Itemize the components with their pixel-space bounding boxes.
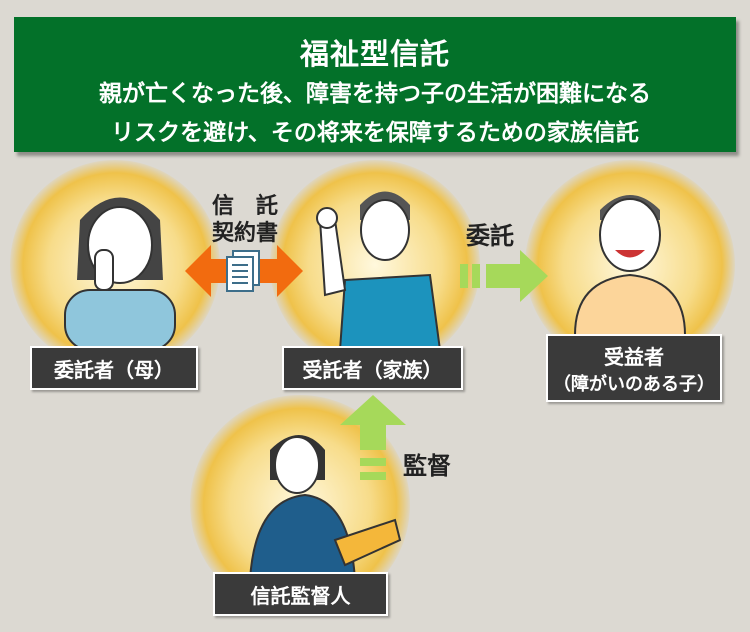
- trust-contract-label: 信 託 契約書: [200, 193, 290, 247]
- contract-line-1: 信 託: [211, 194, 278, 219]
- banner-line-1: 親が亡くなった後、障害を持つ子の生活が困難になる: [99, 81, 651, 107]
- trustee-label: 受託者（家族）: [282, 346, 463, 390]
- right-arrow-icon: [460, 250, 548, 302]
- settlor-label: 委託者（母）: [30, 346, 198, 390]
- supervision-label: 監督: [403, 452, 451, 480]
- beneficiary-text: 受益者: [604, 344, 664, 369]
- supervisor-label: 信託監督人: [213, 572, 388, 616]
- mother-illustration: [64, 197, 176, 350]
- trustee-text: 受託者（家族）: [302, 357, 443, 382]
- banner-title: 福祉型信託: [299, 37, 450, 71]
- contract-line-2: 契約書: [211, 221, 278, 246]
- beneficiary-note: （障がいのある子）: [553, 373, 715, 395]
- up-arrow-icon: [340, 395, 406, 480]
- trustee-illustration: [316, 191, 442, 350]
- entrust-label: 委託: [466, 222, 514, 250]
- supervisor-illustration: [248, 435, 402, 580]
- beneficiary-illustration: [573, 195, 687, 335]
- document-icon: [226, 250, 260, 292]
- beneficiary-label: 受益者 （障がいのある子）: [546, 334, 722, 402]
- title-banner: 福祉型信託 親が亡くなった後、障害を持つ子の生活が困難になる リスクを避け、その…: [14, 17, 736, 152]
- settlor-text: 委託者（母）: [54, 357, 174, 382]
- double-arrow-icon: [185, 245, 303, 297]
- supervisor-text: 信託監督人: [250, 583, 351, 608]
- banner-line-2: リスクを避け、その将来を保障するための家族信託: [111, 120, 639, 146]
